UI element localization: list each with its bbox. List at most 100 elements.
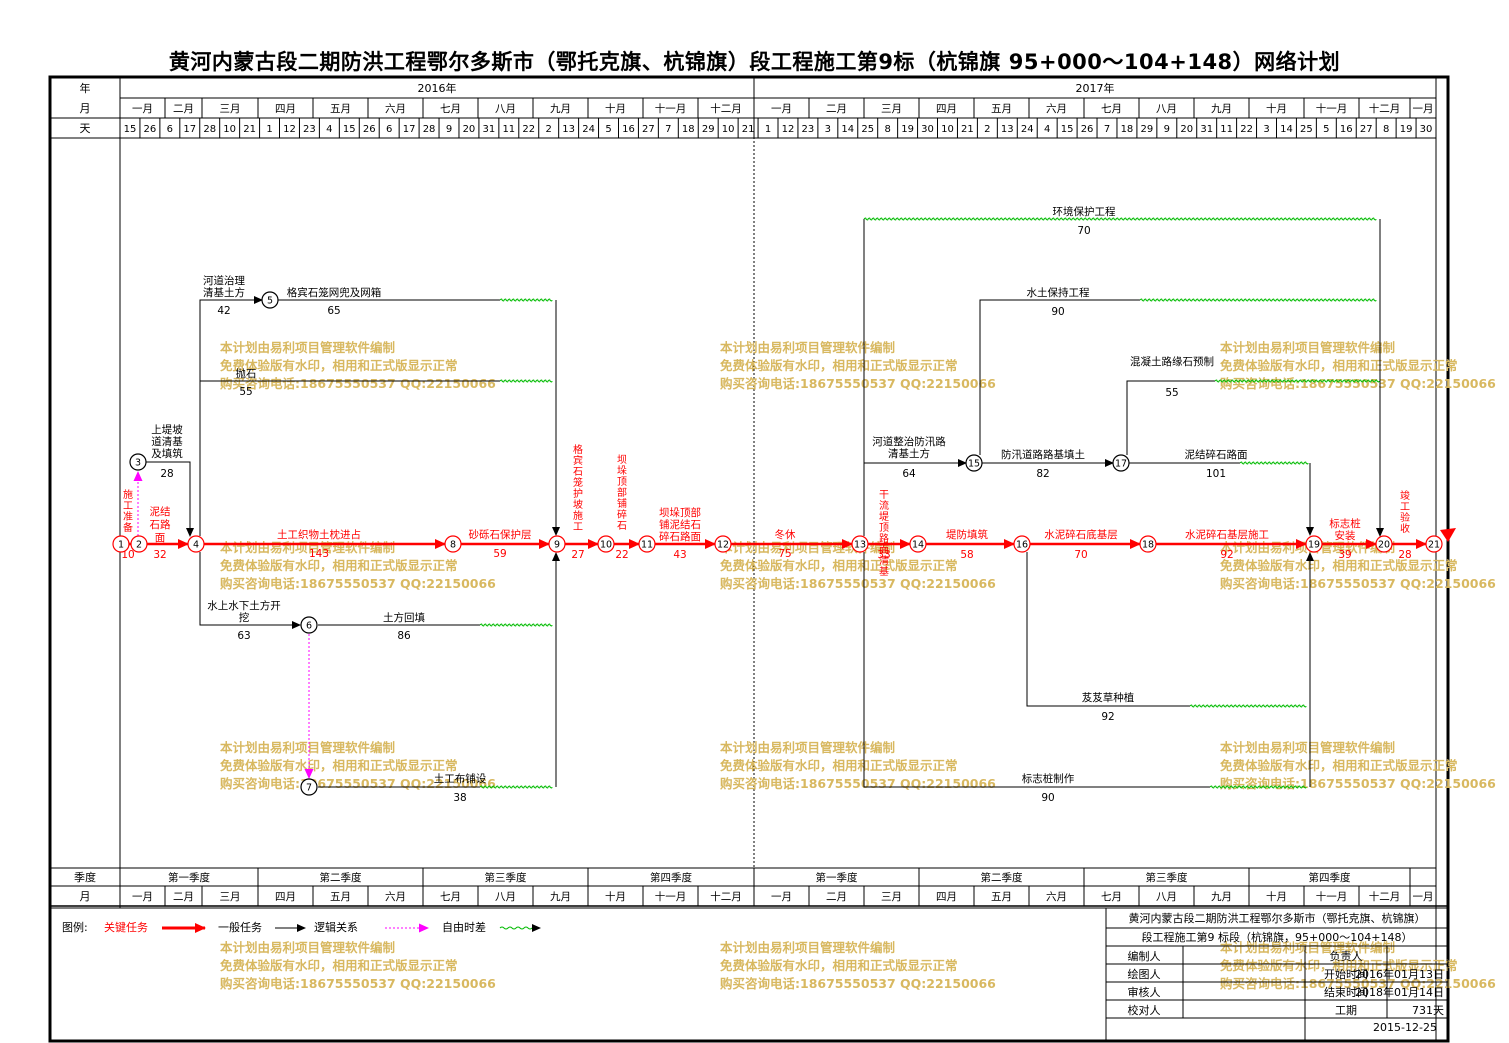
node-6: 6 [300,616,318,634]
task-name: 土工织物土枕进占 [277,528,361,541]
month-label: 五月 [991,103,1012,115]
node-label: 13 [854,540,866,551]
watermark: 本计划由易利项目管理软件编制免费体验版有水印，相用和正式版显示正常购买咨询电话:… [720,940,996,991]
info-project-line1: 黄河内蒙古段二期防洪工程鄂尔多斯市（鄂托克旗、杭锦旗） [1129,911,1426,925]
day-label: 22 [1240,124,1253,135]
task-name: 环境保护工程 [1053,205,1116,218]
node-label: 12 [717,540,729,551]
month-label: 十二月 [710,890,742,903]
node-label: 3 [135,458,141,469]
task-name: 水泥碎石基层施工 [1185,528,1269,541]
day-label: 23 [802,124,815,135]
free-float-wave [1209,785,1307,789]
legend-critical-label: 关键任务 [104,920,148,934]
node-15: 15 [965,454,983,472]
task-name-char: 护 [573,487,583,500]
node-circle [1375,535,1393,553]
node-21: 21 [1425,535,1443,553]
month-label: 十月 [605,102,626,115]
node-label: 21 [1428,540,1440,551]
day-label: 11 [502,124,515,135]
node-label: 7 [306,783,312,794]
footer-month-row: 一月二月三月四月五月六月七月八月九月十月十一月十二月一月二月三月四月五月六月七月… [132,886,1434,906]
task-duration: 39 [1338,549,1351,561]
node-7: 7 [300,778,318,796]
month-label: 一月 [1413,891,1434,903]
node-18: 18 [1139,535,1157,553]
task-name-char: 竣 [1400,489,1410,502]
legend-label: 图例: [62,920,88,934]
watermark-line: 购买咨询电话:18675550537 QQ:22150066 [1220,776,1496,791]
task-name-char: 施 [573,509,583,522]
free-float-wave [479,785,553,789]
node-3: 3 [129,453,147,471]
task-name: 水泥碎石底基层 [1044,528,1118,541]
node-16: 16 [1013,535,1031,553]
task-name-line: 安装 [1335,529,1357,542]
day-label: 21 [243,124,256,135]
task-name-char: 石 [617,521,627,532]
month-label: 十二月 [710,102,742,115]
day-label: 25 [861,124,874,135]
free-float-wave [863,217,1377,221]
day-label: 26 [363,124,376,135]
task-name: 堤防填筑 [946,528,988,541]
day-label: 9 [1164,124,1170,135]
watermark-line: 购买咨询电话:18675550537 QQ:22150066 [220,976,496,991]
watermark-line: 本计划由易利项目管理软件编制 [220,740,395,755]
day-label: 24 [1021,124,1034,135]
day-label: 7 [665,124,671,135]
day-label: 31 [1200,124,1213,135]
month-label: 一月 [771,891,792,903]
quarter-label: 第四季度 [1309,871,1351,884]
month-label: 十一月 [655,102,687,115]
node-label: 5 [267,296,273,307]
task-name-multiline: 混凝土路缘石预制 [1130,355,1214,368]
task-name-char: 工 [123,501,133,512]
task-name-char: 顶 [879,522,889,534]
task-duration: 32 [153,549,166,561]
watermark-line: 购买咨询电话:18675550537 QQ:22150066 [720,576,996,591]
day-label: 3 [825,124,831,135]
legend-float-wave [499,926,533,930]
task-duration: 63 [237,630,250,642]
outer-frame [48,75,1450,1043]
watermark-line: 免费体验版有水印，相用和正式版显示正常 [1220,958,1458,973]
month-label: 四月 [275,891,296,903]
day-label: 26 [144,124,157,135]
watermark-layer: 本计划由易利项目管理软件编制免费体验版有水印，相用和正式版显示正常购买咨询电话:… [220,340,1496,991]
node-14: 14 [909,535,927,553]
watermark-line: 本计划由易利项目管理软件编制 [1220,740,1395,755]
task-name-char: 部 [617,486,627,499]
task-duration: 92 [1220,549,1233,561]
task-duration: 64 [902,468,916,480]
task-name-char: 坡 [573,498,583,511]
watermark-line: 免费体验版有水印，相用和正式版显示正常 [720,958,958,973]
month-label: 十月 [1266,890,1287,903]
day-label: 16 [622,124,635,135]
day-label: 20 [1180,124,1193,135]
task-name-char: 验 [1400,511,1410,524]
task-duration: 28 [160,468,173,480]
task-name-line: 坝垛顶部 [659,506,701,519]
task-name-char: 收 [1400,522,1410,535]
watermark-line: 免费体验版有水印，相用和正式版显示正常 [220,758,458,773]
day-label: 19 [1400,124,1413,135]
month-label: 三月 [881,891,902,903]
task-name: 土方回填 [383,611,425,624]
task-duration: 90 [1041,792,1054,804]
task-name-line: 及填筑 [151,447,183,460]
node-label: 20 [1378,540,1390,551]
year-label: 2017年 [1076,81,1115,95]
month-label: 六月 [385,103,406,115]
task-name-char: 顶 [617,476,627,488]
day-label: 4 [1044,124,1050,135]
info-date: 2015-12-25 [1373,1021,1437,1034]
day-label: 18 [1121,124,1134,135]
day-label: 10 [722,124,735,135]
watermark-line: 本计划由易利项目管理软件编制 [1220,340,1395,355]
watermark-line: 免费体验版有水印，相用和正式版显示正常 [1220,558,1458,573]
